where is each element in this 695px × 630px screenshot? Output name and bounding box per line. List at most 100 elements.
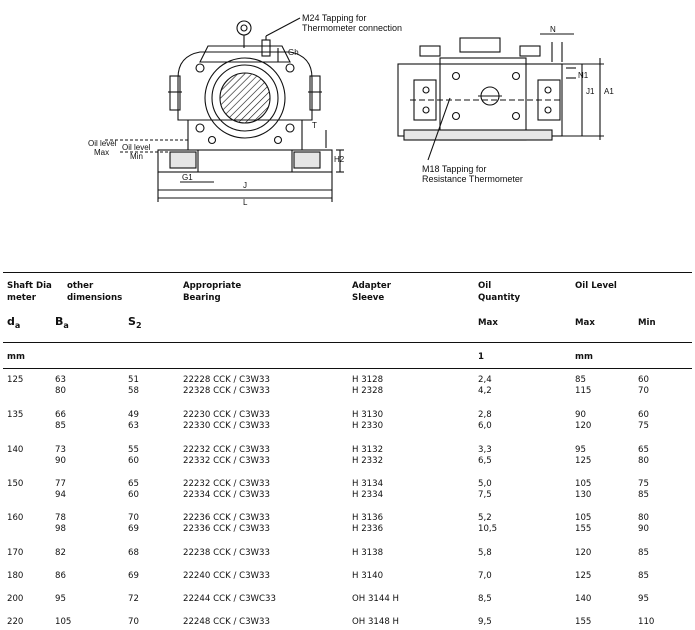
table-cell-b: 78 (55, 513, 66, 523)
table-cell-d: 200 (7, 594, 24, 604)
table-cell-max: 130 (575, 490, 592, 500)
table-cell-b: 73 (55, 445, 66, 455)
symbol-s2: S2 (128, 315, 142, 331)
table-cell-b: 98 (55, 524, 66, 534)
table-cell-bearing: 22334 CCK / C3W33 (183, 490, 270, 500)
table-cell-sleeve: H 3134 (352, 479, 384, 489)
label-oil-level-min-1: Oil level (122, 143, 151, 152)
table-cell-oil: 7,5 (478, 490, 492, 500)
table-cell-max: 120 (575, 421, 592, 431)
table-cell-sleeve: H 3136 (352, 513, 384, 523)
table-cell-s: 63 (128, 421, 139, 431)
unit-level: mm (575, 352, 593, 362)
table-cell-sleeve: OH 3144 H (352, 594, 400, 604)
table-cell-sleeve: H 3130 (352, 410, 384, 420)
dim-g1: G1 (182, 173, 193, 182)
label-oil-level-min-2: Min (130, 152, 143, 161)
table-cell-sleeve: H 3138 (352, 548, 384, 558)
table-cell-oil: 5,8 (478, 548, 492, 558)
front-view (105, 17, 344, 202)
dim-n1: N1 (578, 71, 589, 80)
symbol-max-level: Max (575, 318, 595, 328)
table-cell-b: 94 (55, 490, 66, 500)
table-cell-bearing: 22240 CCK / C3W33 (183, 571, 270, 581)
table-cell-sleeve: OH 3148 H (352, 617, 400, 627)
table-cell-bearing: 22336 CCK / C3W33 (183, 524, 270, 534)
dim-h2: H2 (334, 155, 345, 164)
table-cell-sleeve: H 3132 (352, 445, 384, 455)
header-bearing-1: Appropriate (183, 281, 242, 291)
table-cell-min: 85 (638, 548, 649, 558)
table-cell-min: 90 (638, 524, 649, 534)
table-cell-max: 125 (575, 571, 592, 581)
table-cell-min: 110 (638, 617, 655, 627)
table-cell-max: 115 (575, 386, 592, 396)
table-cell-d: 180 (7, 571, 24, 581)
dim-a1: A1 (604, 87, 614, 96)
table-cell-s: 49 (128, 410, 139, 420)
unit-oil: 1 (478, 352, 484, 362)
table-cell-s: 58 (128, 386, 139, 396)
table-cell-oil: 4,2 (478, 386, 492, 396)
table-cell-bearing: 22238 CCK / C3W33 (183, 548, 270, 558)
plan-view (397, 33, 604, 161)
table-cell-d: 150 (7, 479, 24, 489)
table-cell-sleeve: H 2330 (352, 421, 384, 431)
table-cell-s: 55 (128, 445, 139, 455)
dim-l: L (243, 198, 248, 207)
eye-bolt-icon (236, 20, 252, 36)
dim-n: N (550, 25, 556, 34)
table-cell-max: 85 (575, 375, 586, 385)
header-other-1: other (67, 281, 94, 291)
table-cell-min: 70 (638, 386, 649, 396)
table-cell-d: 140 (7, 445, 24, 455)
table-cell-b: 90 (55, 456, 66, 466)
table-cell-oil: 7,0 (478, 571, 492, 581)
table-cell-s: 65 (128, 479, 139, 489)
table-cell-max: 95 (575, 445, 586, 455)
label-m18: M18 Tapping for (422, 164, 486, 174)
table-cell-b: 80 (55, 386, 66, 396)
label-thermometer-connection: Thermometer connection (302, 23, 402, 33)
symbol-min-level: Min (638, 318, 656, 328)
table-cell-s: 60 (128, 490, 139, 500)
table-cell-oil: 5,2 (478, 513, 492, 523)
dim-t: T (312, 121, 317, 130)
table-cell-bearing: 22228 CCK / C3W33 (183, 375, 270, 385)
table-cell-bearing: 22230 CCK / C3W33 (183, 410, 270, 420)
table-cell-s: 51 (128, 375, 139, 385)
table-cell-min: 75 (638, 421, 649, 431)
units-bottom-rule (3, 368, 692, 369)
technical-drawing: M24 Tapping for Thermometer connection G… (0, 0, 695, 240)
table-cell-oil: 3,3 (478, 445, 492, 455)
table-cell-sleeve: H 3140 (352, 571, 384, 581)
header-sleeve-2: Sleeve (352, 293, 385, 303)
table-cell-max: 90 (575, 410, 586, 420)
table-cell-min: 85 (638, 490, 649, 500)
table-cell-max: 155 (575, 617, 592, 627)
table-top-rule (3, 272, 692, 273)
table-cell-sleeve: H 3128 (352, 375, 384, 385)
table-cell-b: 82 (55, 548, 66, 558)
table-cell-sleeve: H 2334 (352, 490, 384, 500)
table-cell-min: 85 (638, 571, 649, 581)
table-cell-oil: 10,5 (478, 524, 498, 534)
label-m24: M24 Tapping for (302, 13, 366, 23)
table-cell-oil: 2,8 (478, 410, 492, 420)
table-cell-oil: 6,5 (478, 456, 492, 466)
table-cell-bearing: 22232 CCK / C3W33 (183, 479, 270, 489)
dim-j: J (243, 181, 247, 190)
label-oil-level-max-2: Max (94, 148, 109, 157)
header-shaft-2: meter (7, 293, 36, 303)
shaft-section (219, 72, 271, 124)
table-cell-min: 65 (638, 445, 649, 455)
table-cell-b: 86 (55, 571, 66, 581)
table-cell-d: 135 (7, 410, 24, 420)
table-cell-sleeve: H 2328 (352, 386, 384, 396)
table-cell-min: 75 (638, 479, 649, 489)
table-cell-bearing: 22236 CCK / C3W33 (183, 513, 270, 523)
header-other-2: dimensions (67, 293, 123, 303)
units-top-rule (3, 342, 692, 343)
table-cell-d: 170 (7, 548, 24, 558)
unit-shaft: mm (7, 352, 25, 362)
